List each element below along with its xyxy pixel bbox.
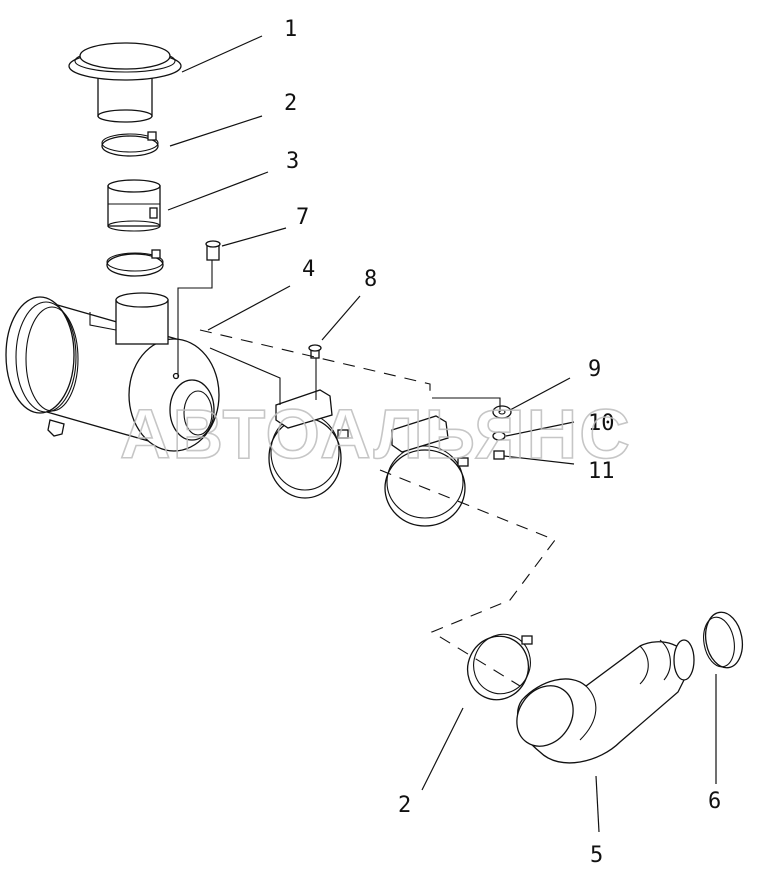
callout-5: 5	[590, 843, 603, 868]
bolt-part-7	[205, 240, 221, 261]
callout-10: 10	[588, 411, 615, 436]
clamp-ring-part-2-lower	[466, 633, 533, 701]
intake-tube-part-3	[107, 179, 161, 232]
callout-6: 6	[708, 789, 721, 814]
air-cleaner-housing	[5, 292, 220, 452]
elbow-hose-part-5	[516, 639, 695, 764]
assembly-lines	[177, 260, 556, 687]
washer-part-9	[492, 405, 512, 419]
callout-8: 8	[364, 267, 377, 292]
nut-part-11	[493, 450, 505, 460]
callout-1: 1	[284, 17, 297, 42]
mounting-clamp-left	[268, 389, 349, 499]
clamp-ring-part-2-upper	[101, 131, 159, 157]
callout-4: 4	[302, 257, 315, 282]
callout-2-lower: 2	[398, 793, 411, 818]
screw-part-8	[308, 344, 322, 359]
leader-lines	[167, 35, 717, 833]
callout-labels: 1 2 3 7 4 8 9 10 11 2 5 6	[284, 17, 721, 868]
clamp-ring-lower	[106, 249, 164, 277]
callout-9: 9	[588, 357, 601, 382]
washer-part-10	[492, 431, 506, 441]
callout-2-upper: 2	[284, 91, 297, 116]
watermark-text: АВТОАЛЬЯНС	[120, 395, 632, 473]
clamp-ring-part-6	[703, 611, 744, 669]
callout-3: 3	[286, 149, 299, 174]
callout-7: 7	[296, 205, 309, 230]
rain-cap-part-1	[68, 42, 182, 123]
callout-11: 11	[588, 459, 615, 484]
